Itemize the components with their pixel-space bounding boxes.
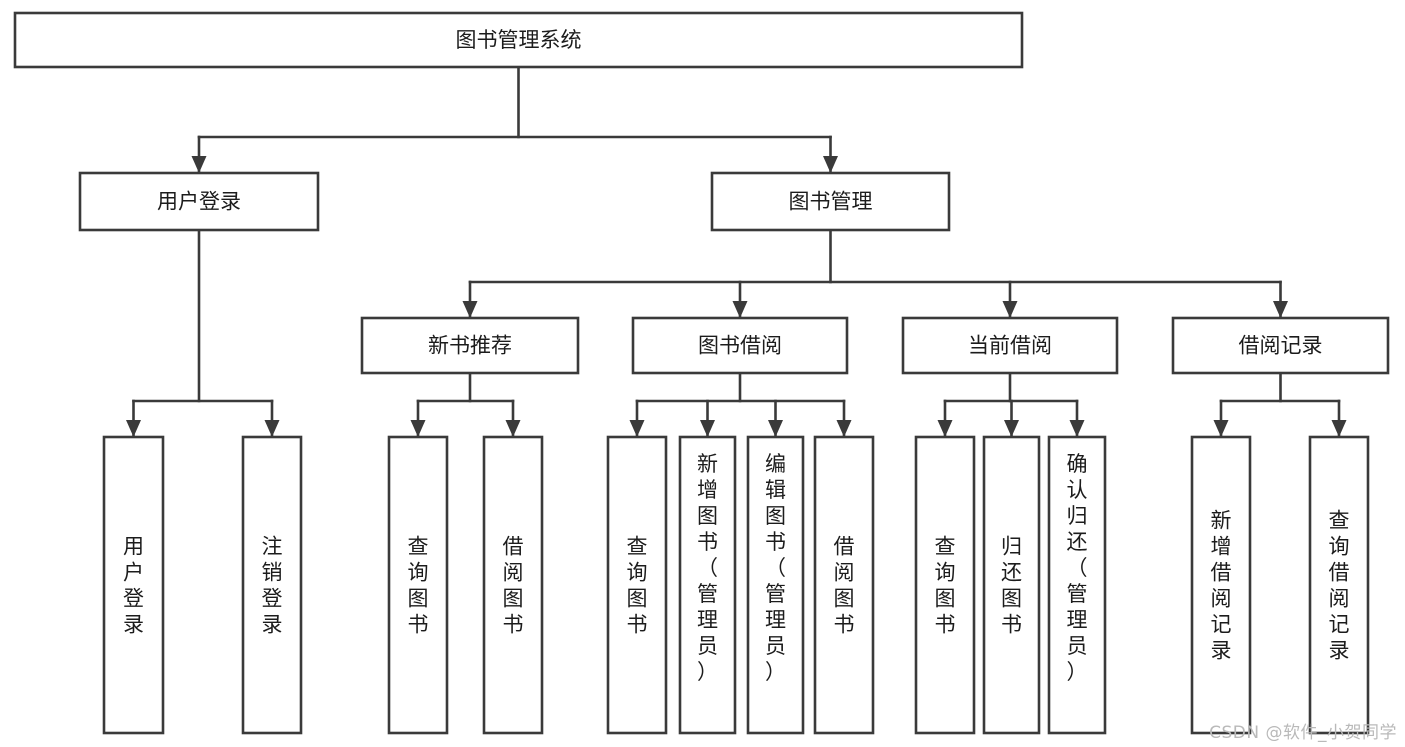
node-label-confirm-return-admin: 确认归还（管理员）	[1067, 452, 1088, 684]
node-label-borrow-record: 借阅记录	[1239, 334, 1323, 358]
node-borrow-book-2[interactable]: 借阅图书	[813, 435, 875, 735]
node-box-add-book-admin	[678, 435, 737, 735]
arrow-head-icon	[1273, 301, 1288, 318]
node-edit-book-admin[interactable]: 编辑图书（管理员）	[746, 435, 805, 735]
arrow-head-icon	[191, 156, 207, 173]
node-box-new-book-recommend	[360, 316, 580, 375]
node-add-book-admin[interactable]: 新增图书（管理员）	[678, 435, 737, 735]
node-box-user-login-do	[102, 435, 165, 735]
node-query-borrow-record[interactable]: 查询借阅记录	[1308, 435, 1370, 735]
arrow-head-icon	[1213, 420, 1229, 437]
node-label-query-book-3: 查询图书	[935, 534, 956, 636]
node-box-book-borrow	[631, 316, 849, 375]
node-label-edit-book-admin: 编辑图书（管理员）	[765, 452, 786, 684]
arrow-head-icon	[1002, 301, 1018, 318]
node-label-user-login-do: 用户登录	[123, 534, 144, 636]
connectors-layer	[126, 65, 1347, 437]
node-box-query-book-3	[914, 435, 976, 735]
arrow-head-icon	[462, 301, 478, 318]
node-user-login[interactable]: 用户登录	[78, 171, 320, 232]
node-return-book[interactable]: 归还图书	[982, 435, 1041, 735]
node-label-return-book: 归还图书	[1001, 534, 1022, 636]
node-borrow-record[interactable]: 借阅记录	[1171, 316, 1390, 375]
node-add-borrow-record[interactable]: 新增借阅记录	[1190, 435, 1252, 735]
node-label-user-login: 用户登录	[157, 190, 241, 214]
nodes-layer: 图书管理系统用户登录用户登录注销登录图书管理新书推荐查询图书借阅图书图书借阅查询…	[13, 11, 1390, 735]
node-box-borrow-book-1	[482, 435, 544, 735]
arrow-head-icon	[700, 420, 715, 437]
arrow-head-icon	[768, 420, 783, 437]
node-query-book-1[interactable]: 查询图书	[387, 435, 449, 735]
arrow-head-icon	[410, 420, 426, 437]
node-label-new-book-recommend: 新书推荐	[428, 334, 512, 358]
arrow-head-icon	[823, 156, 838, 173]
node-book-management[interactable]: 图书管理	[710, 171, 951, 232]
node-query-book-3[interactable]: 查询图书	[914, 435, 976, 735]
node-root[interactable]: 图书管理系统	[13, 11, 1024, 69]
node-user-login-do[interactable]: 用户登录	[102, 435, 165, 735]
node-label-query-borrow-record: 查询借阅记录	[1329, 508, 1350, 662]
node-box-borrow-book-2	[813, 435, 875, 735]
node-label-current-borrow: 当前借阅	[968, 334, 1052, 358]
node-label-root: 图书管理系统	[456, 28, 582, 52]
arrow-head-icon	[264, 420, 280, 437]
arrow-head-icon	[505, 420, 521, 437]
node-confirm-return-admin[interactable]: 确认归还（管理员）	[1047, 435, 1107, 735]
node-label-borrow-book-1: 借阅图书	[503, 534, 524, 636]
node-box-query-borrow-record	[1308, 435, 1370, 735]
node-box-borrow-record	[1171, 316, 1390, 375]
node-box-edit-book-admin	[746, 435, 805, 735]
node-box-current-borrow	[901, 316, 1119, 375]
arrow-head-icon	[937, 420, 953, 437]
node-label-book-management: 图书管理	[789, 190, 873, 214]
node-label-book-borrow: 图书借阅	[698, 334, 782, 358]
node-box-confirm-return-admin	[1047, 435, 1107, 735]
node-book-borrow[interactable]: 图书借阅	[631, 316, 849, 375]
node-box-query-book-1	[387, 435, 449, 735]
node-box-query-book-2	[606, 435, 668, 735]
arrow-head-icon	[1069, 420, 1085, 437]
node-box-add-borrow-record	[1190, 435, 1252, 735]
arrow-head-icon	[126, 420, 141, 437]
node-label-query-book-1: 查询图书	[408, 534, 429, 636]
arrow-head-icon	[836, 420, 852, 437]
node-label-borrow-book-2: 借阅图书	[834, 534, 855, 636]
node-label-add-book-admin: 新增图书（管理员）	[697, 452, 718, 684]
node-new-book-recommend[interactable]: 新书推荐	[360, 316, 580, 375]
node-query-book-2[interactable]: 查询图书	[606, 435, 668, 735]
arrow-head-icon	[629, 420, 645, 437]
node-box-user-login	[78, 171, 320, 232]
arrow-head-icon	[732, 301, 748, 318]
node-current-borrow[interactable]: 当前借阅	[901, 316, 1119, 375]
node-label-user-logout: 注销登录	[262, 534, 283, 636]
arrow-head-icon	[1004, 420, 1019, 437]
node-box-root	[13, 11, 1024, 69]
csdn-watermark: CSDN @软件_小贺同学	[1209, 723, 1397, 743]
node-borrow-book-1[interactable]: 借阅图书	[482, 435, 544, 735]
node-user-logout[interactable]: 注销登录	[241, 435, 303, 735]
node-label-add-borrow-record: 新增借阅记录	[1211, 508, 1232, 662]
node-box-return-book	[982, 435, 1041, 735]
arrow-head-icon	[1331, 420, 1347, 437]
node-label-query-book-2: 查询图书	[627, 534, 648, 636]
node-box-book-management	[710, 171, 951, 232]
node-box-user-logout	[241, 435, 303, 735]
